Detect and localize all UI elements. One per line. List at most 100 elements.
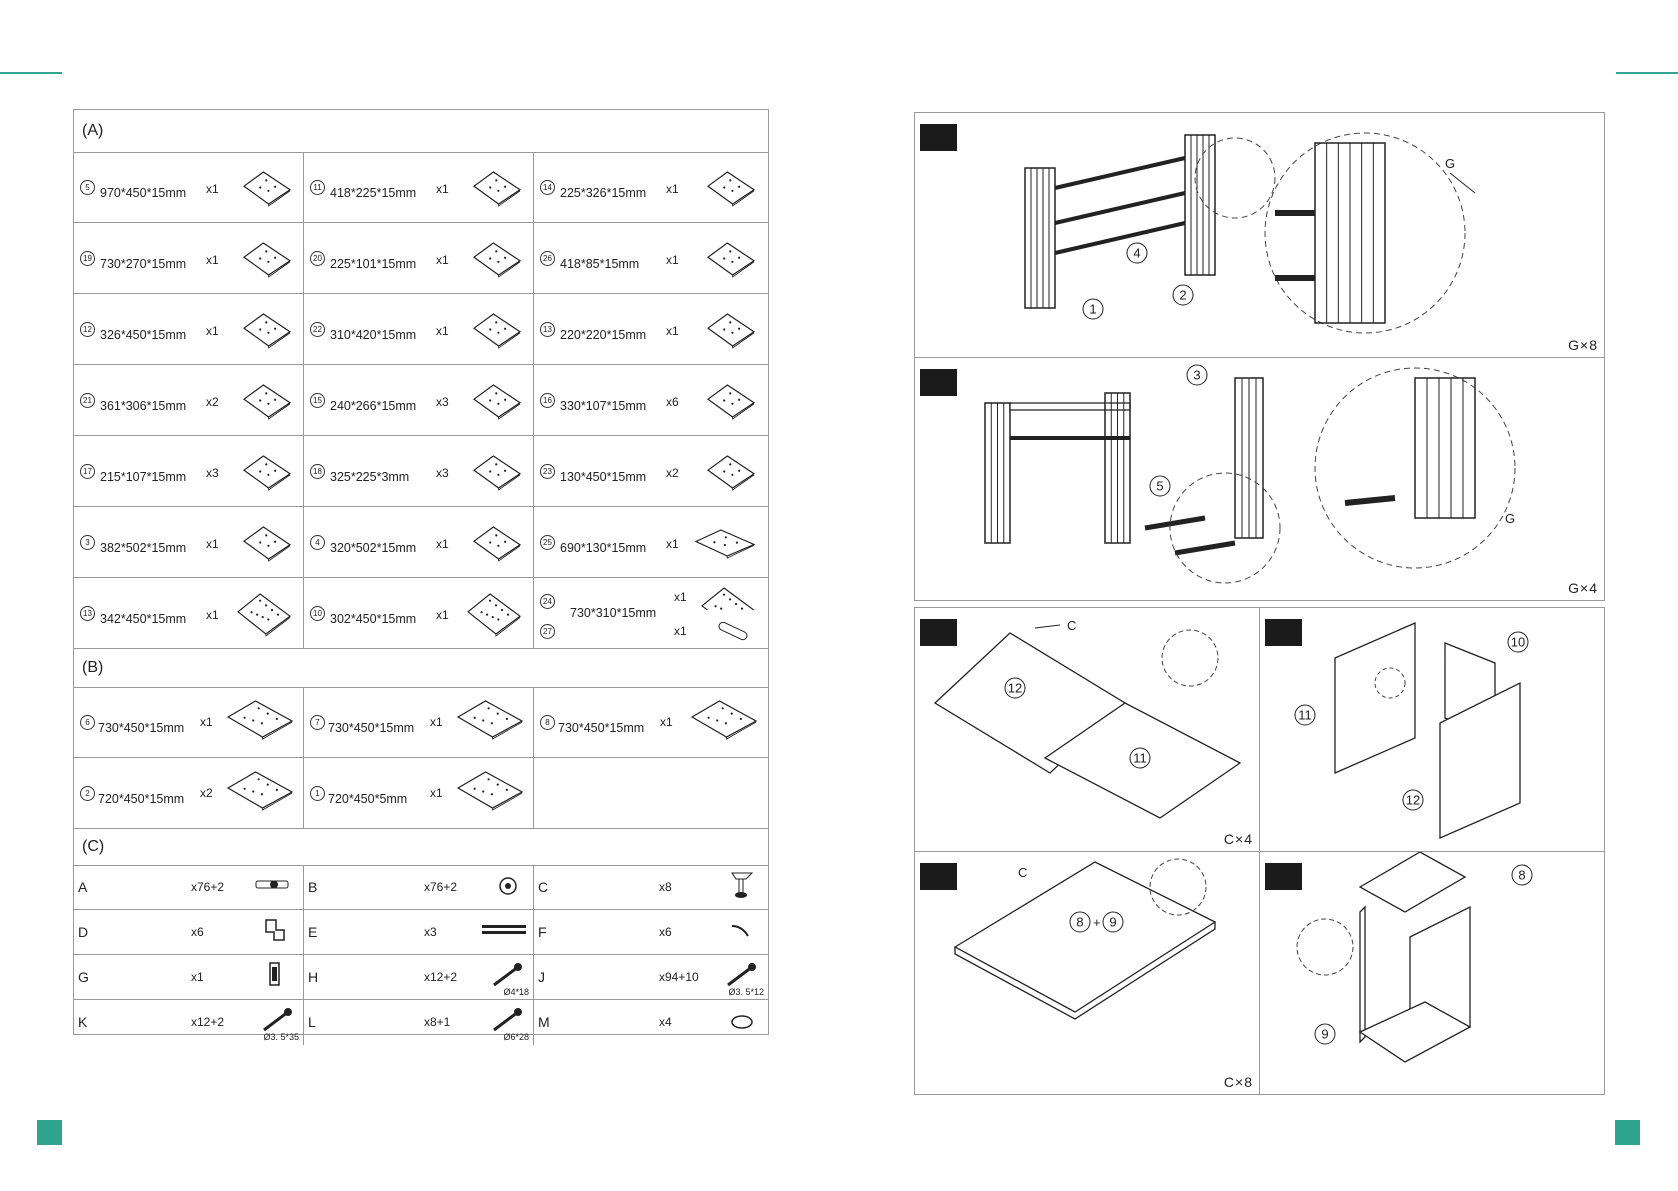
step-illustration: 35G: [984, 364, 1516, 584]
page-marker-left: [37, 1120, 62, 1145]
hardware-quantity: x76+2: [191, 880, 225, 894]
callout-circle: [1314, 1023, 1336, 1045]
callout-label: 9: [1321, 1027, 1328, 1042]
part-number: 5: [80, 180, 95, 195]
part-number: 4: [310, 535, 325, 550]
part-number: 3: [80, 535, 95, 550]
part-quantity: x3: [436, 395, 449, 409]
hardware-letter: C: [538, 879, 549, 895]
panel-drawing: [472, 241, 522, 278]
callout-circle: [1129, 747, 1151, 769]
callout-label: 1: [1089, 302, 1096, 317]
hardware-quantity: x6: [659, 925, 672, 939]
hardware-quantity: x8+1: [424, 1015, 451, 1029]
part-quantity: x1: [666, 324, 679, 338]
callout-circle: [1102, 911, 1124, 933]
plus-sign: +: [1093, 915, 1101, 930]
part-number: 17: [80, 464, 95, 479]
part-number: 24: [540, 594, 555, 609]
callout-label: 11: [1298, 708, 1312, 723]
step-number-badge: [920, 619, 957, 646]
hardware-quantity: x3: [424, 925, 437, 939]
cam-dowel-icon: [255, 880, 289, 889]
panel-drawing: [718, 622, 748, 641]
part-dimensions: 418*225*15mm: [330, 186, 417, 200]
hardware-quantity: x4: [659, 1015, 672, 1029]
part-quantity: x1: [660, 715, 673, 729]
cam-dowel-label: C: [1018, 865, 1027, 880]
panel-drawing: [242, 454, 292, 491]
part-dimensions: 225*326*15mm: [560, 186, 647, 200]
hardware-letter: G: [78, 969, 89, 985]
part-dimensions: 720*450*5mm: [328, 792, 408, 806]
hardware-size: Ø3. 5*35: [263, 1032, 299, 1042]
bolt-icon: [493, 1008, 522, 1032]
allen-key-icon: [269, 962, 280, 986]
step-multiplier: G×8: [1568, 337, 1598, 353]
part-quantity: x1: [430, 786, 443, 800]
callout-label: 12: [1008, 681, 1022, 696]
part-quantity: x1: [206, 253, 219, 267]
panel-drawing: [472, 525, 522, 562]
part-number: 7: [310, 715, 325, 730]
part-number: 11: [310, 180, 325, 195]
hardware-letter: J: [538, 969, 545, 985]
allen-key-label: G: [1445, 156, 1455, 171]
part-quantity: x1: [436, 182, 449, 196]
panel-drawing: [226, 700, 294, 740]
panel-drawing: [472, 312, 522, 349]
panel-drawing: [694, 528, 756, 559]
callout-label: 8: [1076, 915, 1083, 930]
hardware-quantity: x8: [659, 880, 672, 894]
callout-circle: [1004, 677, 1026, 699]
part-quantity: x2: [200, 786, 213, 800]
part-dimensions: 342*450*15mm: [100, 612, 187, 626]
top-left-accent-line: [0, 72, 62, 74]
part-number: 10: [310, 606, 325, 621]
part-quantity: x1: [430, 715, 443, 729]
section-heading-c: (C): [74, 829, 768, 866]
part-number: 1: [310, 786, 325, 801]
part-dimensions: 418*85*15mm: [560, 257, 640, 271]
panel-drawing: [456, 771, 524, 811]
part-dimensions: 690*130*15mm: [560, 541, 647, 555]
part-quantity: x1: [436, 324, 449, 338]
hardware-letter: D: [78, 924, 89, 940]
callout-label: 12: [1406, 793, 1420, 808]
part-quantity: x1: [200, 715, 213, 729]
callout-label: 11: [1133, 751, 1147, 766]
part-dimensions: 310*420*15mm: [330, 328, 417, 342]
hardware-letter: B: [308, 879, 318, 895]
hardware-letter: A: [78, 879, 88, 895]
panel-drawing: [242, 525, 292, 562]
part-number: 26: [540, 251, 555, 266]
hardware-letter: E: [308, 924, 318, 940]
part-quantity: x1: [436, 608, 449, 622]
part-dimensions: 325*225*3mm: [330, 470, 410, 484]
callout-circle: [1082, 298, 1104, 320]
part-number: 22: [310, 322, 325, 337]
part-quantity: x1: [674, 624, 687, 638]
section-label: (B): [82, 659, 104, 676]
screw-icon: [493, 963, 522, 987]
panel-drawing: [472, 383, 522, 420]
part-number: 19: [80, 251, 95, 266]
part-dimensions: 730*450*15mm: [558, 721, 645, 735]
part-number: 2: [80, 786, 95, 801]
part-quantity: x6: [666, 395, 679, 409]
part-number: 27: [540, 624, 555, 639]
